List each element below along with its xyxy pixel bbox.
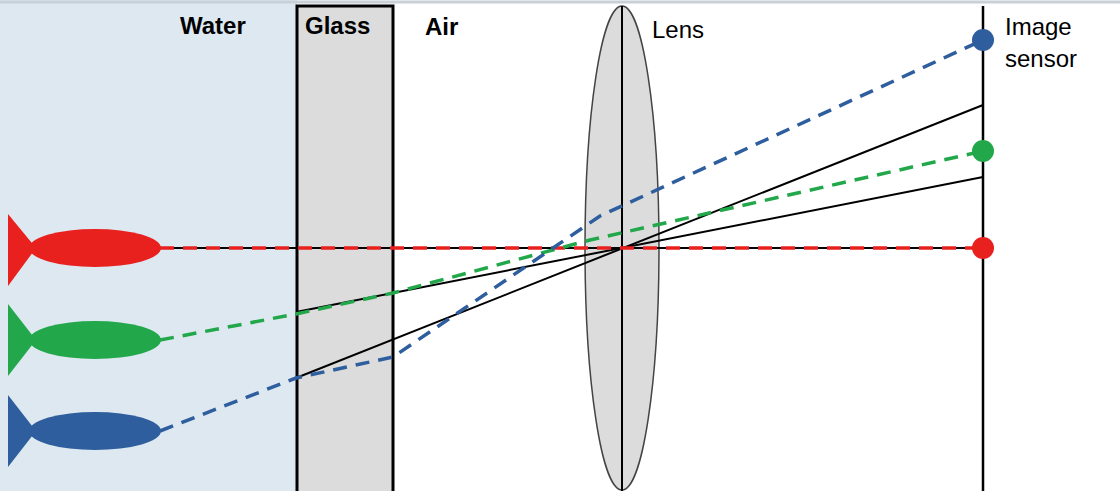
water-region [0,0,297,491]
region-title: Glass [305,10,370,42]
top-border [0,1,1120,4]
red-image-point [972,237,994,259]
glass-slab-node: Glass [297,6,393,491]
ray [160,247,983,249]
part-label: Image sensor [1005,11,1115,75]
blue-image-point [972,29,994,51]
blue-fish [8,395,161,467]
green-fish [8,304,161,376]
region-title: Water [180,10,246,42]
green-ray [160,151,983,340]
ray [296,105,983,378]
part-label: Lens [652,14,704,46]
region-label: Air [425,11,458,43]
water-region-node: Water [0,0,297,491]
blue-ray [160,40,983,431]
red-fish [8,214,161,286]
green-image-point [972,140,994,162]
